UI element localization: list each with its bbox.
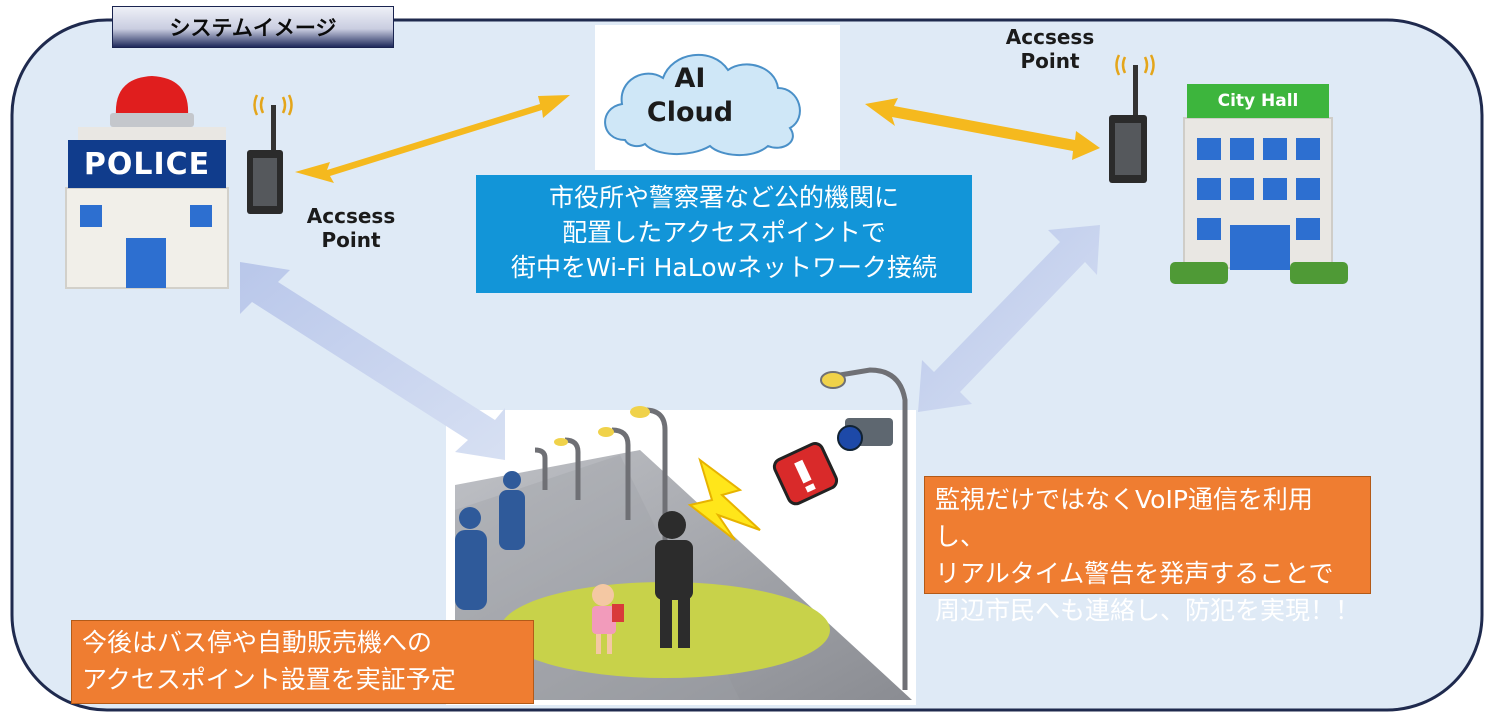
voip-warning-line2: リアルタイム警告を発声することで [935, 559, 1334, 588]
future-plan-line2: アクセスポイント設置を実証予定 [82, 665, 456, 694]
access-point-left-icon [247, 94, 293, 214]
access-point-label-right-line2: Point [1020, 49, 1080, 73]
network-description-line1: 市役所や警察署など公的機関に [548, 183, 899, 212]
cloud-icon [595, 25, 840, 170]
police-sign: POLICE [68, 140, 226, 188]
future-plan-line1: 今後はバス停や自動販売機への [82, 628, 433, 657]
cloud-label-line1: AI [674, 63, 706, 94]
cloud-label: AI Cloud [605, 62, 775, 130]
cloud-label-line2: Cloud [646, 97, 734, 128]
city-hall-sign: City Hall [1187, 84, 1329, 118]
access-point-label-left-line2: Point [321, 228, 381, 252]
access-point-label-left-line1: Accsess [306, 204, 396, 228]
voip-warning-box: 監視だけではなくVoIP通信を利用し、 リアルタイム警告を発声することで 周辺市… [924, 476, 1371, 625]
cloud-link-arrows [295, 95, 1100, 183]
access-point-right-icon [1109, 54, 1155, 183]
network-description-line3: 街中をWi-Fi HaLowネットワーク接続 [511, 253, 937, 282]
future-plan-box: 今後はバス停や自動販売機への アクセスポイント設置を実証予定 [71, 620, 534, 704]
access-point-label-right: Accsess Point [1000, 25, 1100, 73]
city-hall-building-icon [1170, 117, 1348, 284]
street-link-arrows [240, 225, 1100, 460]
title-tag: システムイメージ [112, 6, 394, 48]
network-description-box: 市役所や警察署など公的機関に 配置したアクセスポイントで 街中をWi-Fi Ha… [476, 175, 972, 293]
access-point-label-left: Accsess Point [296, 204, 406, 252]
police-building-icon [65, 76, 229, 289]
network-description-line2: 配置したアクセスポイントで [562, 218, 886, 247]
voip-warning-line3: 周辺市民へも連絡し、防犯を実現！！ [935, 596, 1361, 625]
access-point-label-right-line1: Accsess [1005, 25, 1095, 49]
voip-warning-line1: 監視だけではなくVoIP通信を利用し、 [935, 485, 1313, 551]
